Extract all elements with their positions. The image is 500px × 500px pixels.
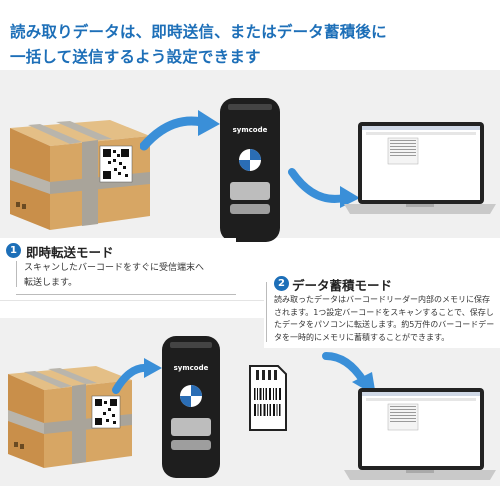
mode1-number-badge: 1 — [6, 243, 21, 258]
mode1-bracket-line — [16, 261, 17, 287]
mode1-title: 即時転送モード — [26, 245, 114, 260]
laptop-icon — [344, 122, 496, 214]
arrow-box-to-scanner-icon — [140, 110, 220, 151]
mode2-panel: 2 データ蓄積モード 読み取ったデータはバーコードリーダー内部のメモリに保存 さ… — [264, 270, 500, 348]
mode2-desc-line-2: されます。1つ設定バーコードをスキャンすることで、保存し — [274, 307, 494, 317]
scanner-brand-label-2: symcode — [174, 364, 209, 372]
arrow-box-to-scanner-icon-2 — [112, 358, 162, 394]
memory-card-icon — [249, 365, 287, 431]
arrow-scanner-to-laptop-icon — [288, 168, 360, 208]
cardboard-box-icon-2 — [8, 366, 132, 468]
laptop-icon-2 — [344, 388, 496, 480]
mode1-panel: 1 即時転送モード スキャンしたバーコードをすぐに受信端末へ 転送します。 — [0, 238, 236, 300]
section-separator — [0, 300, 500, 301]
barcode-scanner-icon-2: symcode — [162, 336, 220, 478]
mode2-description: 読み取ったデータはバーコードリーダー内部のメモリに保存 されます。1つ設定バーコ… — [274, 294, 500, 344]
mode2-number-badge: 2 — [274, 276, 289, 291]
mode2-desc-line-1: 読み取ったデータはバーコードリーダー内部のメモリに保存 — [274, 295, 490, 304]
headline-line-1: 読み取りデータは、即時送信、またはデータ蓄積後に — [10, 23, 387, 41]
mode1-desc-line-2: 転送します。 — [24, 277, 78, 288]
mode2-bracket-line — [266, 282, 267, 342]
headline-line-2: 一括して送信するよう設定できます — [10, 48, 261, 66]
mode1-bottom-line — [16, 294, 236, 295]
mode2-title: データ蓄積モード — [292, 278, 393, 293]
mode2-desc-line-3: たデータをパソコンに転送します。約5万件のバーコードデー — [274, 320, 495, 329]
barcode-scanner-icon: symcode — [220, 98, 280, 242]
mode1-desc-line-1: スキャンしたバーコードをすぐに受信端末へ — [24, 263, 205, 273]
headline: 読み取りデータは、即時送信、またはデータ蓄積後に 一括して送信するよう設定できま… — [10, 20, 490, 70]
mode1-description: スキャンしたバーコードをすぐに受信端末へ 転送します。 — [24, 261, 236, 290]
mode2-desc-line-4: タを一時的にメモリに蓄積することができます。 — [274, 332, 450, 342]
scanner-brand-label: symcode — [233, 126, 268, 134]
cardboard-box-icon — [10, 120, 150, 230]
